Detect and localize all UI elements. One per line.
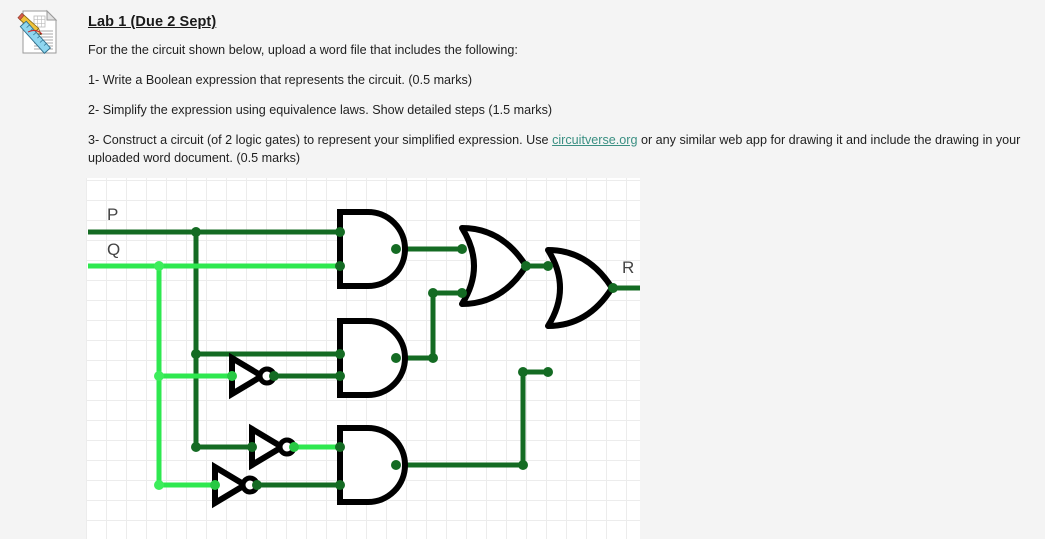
- or-gate-1[interactable]: [459, 225, 529, 307]
- intro-paragraph: For the the circuit shown below, upload …: [88, 43, 518, 57]
- input-label-p: P: [107, 205, 118, 224]
- circuit-diagram-canvas[interactable]: P Q R: [86, 178, 640, 539]
- assignment-icon: [14, 8, 60, 58]
- not-gate-1[interactable]: [229, 352, 277, 400]
- and-gate-3[interactable]: [337, 425, 408, 505]
- assignment-content: Lab 1 (Due 2 Sept) For the the circuit s…: [88, 14, 1036, 167]
- output-label-r: R: [622, 258, 634, 277]
- task-3-paragraph: 3- Construct a circuit (of 2 logic gates…: [88, 132, 1036, 168]
- wire-and3-to-or2: [396, 369, 548, 468]
- task-1-paragraph: 1- Write a Boolean expression that repre…: [88, 72, 473, 87]
- or-gate-2[interactable]: [545, 247, 615, 329]
- connection-nodes: [154, 227, 618, 490]
- circuitverse-link[interactable]: circuitverse.org: [552, 132, 638, 147]
- not-gate-2[interactable]: [249, 423, 297, 471]
- task-2-paragraph: 2- Simplify the expression using equival…: [88, 102, 553, 117]
- logic-circuit-svg: P Q R: [88, 205, 640, 509]
- page-title: Lab 1 (Due 2 Sept): [88, 14, 217, 30]
- input-label-q: Q: [107, 240, 120, 259]
- and-gate-2[interactable]: [337, 318, 408, 398]
- not-gate-3[interactable]: [212, 461, 260, 509]
- task-3-text-before: 3- Construct a circuit (of 2 logic gates…: [88, 132, 553, 147]
- task-3-text-after: or any similar web app for drawing it an…: [88, 132, 1021, 165]
- and-gate-1[interactable]: [337, 209, 408, 289]
